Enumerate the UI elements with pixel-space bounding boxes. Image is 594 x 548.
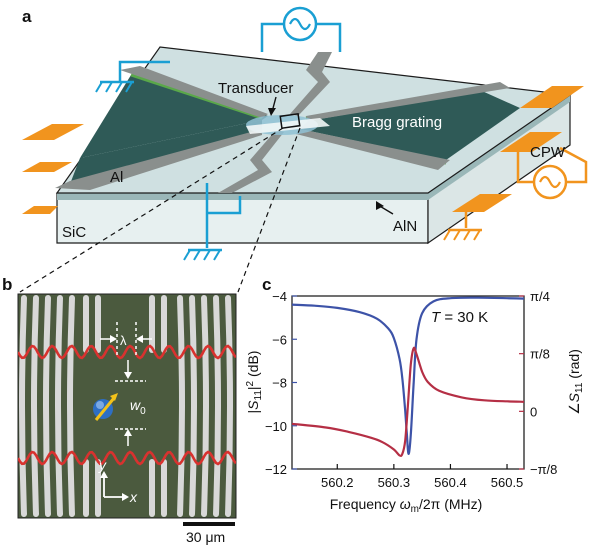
spin-sphere-highlight [96,401,104,409]
idt-finger [189,295,197,517]
scale-bar-label: 30 μm [186,529,225,545]
zoom-line-left [19,127,284,293]
panel-label-b: b [2,275,12,294]
al-electrode-left [55,129,262,190]
y-tick-label-left: −4 [272,289,287,304]
aln-arrowhead [376,201,384,210]
ground-icon-top [95,80,134,93]
series-layer [292,296,524,457]
chart: 560.2 560.3 560.4 560.5 −4 −6 −8 −10 −12 π/4 π/8 0 −… [245,289,585,515]
ground-icon-bottom [183,248,222,261]
feed-line-bottom [218,130,284,193]
label-bragg-grating: Bragg grating [352,114,442,131]
label-axis-y: y [98,457,107,473]
x-tick-label: 560.2 [321,475,354,490]
idt-finger [201,295,209,517]
y-tick-label-right: −π/8 [530,462,557,477]
y-tick-label-left: −6 [272,332,287,347]
x-tick-label: 560.3 [378,475,411,490]
temperature-annotation: T = 30 K [431,309,488,326]
al-electrode-right-top [306,82,510,121]
idt-finger [67,295,75,517]
ground-wire-top [118,60,170,82]
zoom-line-right [237,127,301,293]
sine-glyph-cpw [539,175,561,189]
idt-finger [177,295,185,517]
w0-arrowhead-bottom [124,429,132,436]
bragg-edge-left-upper [130,73,263,120]
wave-line [18,344,236,360]
idt-finger [213,295,221,517]
label-aln: AlN [393,218,417,235]
series-magnitude-line [292,296,524,456]
y-tick-label-right: π/8 [530,347,550,362]
cpw-pad-right-3 [452,194,512,212]
bragg-reflector-left-upper [80,75,268,158]
cpw-wiring [516,146,588,184]
scale-bar [183,522,235,526]
cpw-pad-left-2 [22,162,72,172]
w0-arrowhead-top [124,372,132,379]
idt-finger [43,295,51,517]
cpw-pad-right-2 [500,132,562,152]
spin-arrow-icon [94,397,116,421]
ground-icon-cpw [443,228,482,241]
transducer-zoom-box [279,112,301,130]
panel-label-c: c [262,275,271,294]
micrograph: λ w0 y x [17,293,237,519]
aln-layer-front [57,193,428,200]
wave-line [18,450,236,466]
feed-line-top [290,52,332,116]
series-phase-line [292,346,524,457]
standing-wave [18,344,236,466]
ground-wire-bottom [205,183,242,248]
y-axis-label-right: ∠S11 (rad) [566,349,585,415]
x-tick-label: 560.4 [434,475,467,490]
cpw-pad-left-3 [22,206,58,214]
axis-arrowhead-x [122,493,129,501]
cpw-pad-left-1 [22,124,84,140]
idt-finger [55,295,63,517]
label-w0: w0 [130,397,146,417]
source-top-wiring [260,22,342,52]
sine-glyph-top [289,17,311,31]
label-cpw: CPW [530,144,566,161]
y-tick-label-right: 0 [530,404,537,419]
cpw-pad-right-1 [520,86,584,108]
idt-fingers [19,295,233,517]
al-electrode-left-top [120,66,268,118]
bragg-reflector-right [300,91,520,160]
label-sic: SiC [62,224,86,241]
al-electrode-right [296,129,450,170]
lambda-arrowhead-right [136,335,143,343]
idt-finger [31,295,39,517]
axis-ticks: 560.2 560.3 560.4 560.5 −4 −6 −8 −10 −12 π/4 π/8 0 −… [265,289,557,490]
lambda-arrowhead-left [110,335,117,343]
label-al: Al [110,169,123,186]
x-axis-label: Frequency ωm/2π (MHz) [330,496,483,515]
y-tick-label-left: −10 [265,419,287,434]
y-tick-label-right: π/4 [530,289,550,304]
chip-front-face [56,192,429,244]
idt-finger [225,295,233,517]
aln-layer-right [428,95,570,200]
micrograph-background [17,293,237,519]
idt-finger [19,295,27,517]
label-lambda: λ [120,333,127,348]
label-axis-x: x [129,489,138,505]
x-tick-label: 560.5 [491,475,524,490]
y-tick-label-left: −8 [272,376,287,391]
axis-arrowhead-y [100,471,108,478]
transducer-arrowhead [268,108,276,116]
panel-label-a: a [22,7,32,26]
spin-arrowhead [110,393,118,401]
y-axis-label-left: |S11|2 (dB) [245,351,264,414]
chip-schematic: Transducer Bragg grating Al SiC AlN CPW [22,6,588,261]
y-tick-label-left: −12 [265,462,287,477]
transducer-fingers [246,118,330,134]
label-transducer: Transducer [218,80,293,97]
